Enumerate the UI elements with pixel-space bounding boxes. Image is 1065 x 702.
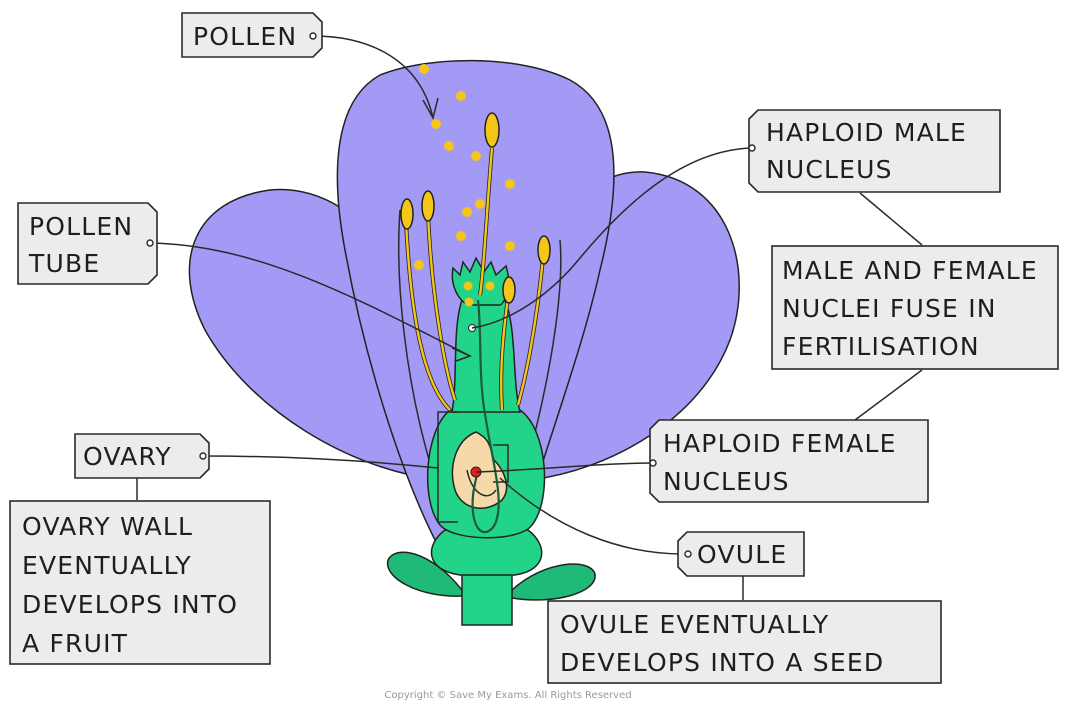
ovary-wall-note-line-3: DEVELOPS INTO [22, 590, 238, 619]
pollen-grain [414, 260, 424, 270]
pollen-grain [471, 151, 481, 161]
anther [422, 191, 434, 221]
haploid-female-label-line-2: NUCLEUS [663, 467, 790, 496]
connector-note-to-female [855, 370, 922, 420]
pollen-grain [464, 282, 473, 291]
label-haploid-female: HAPLOID FEMALE NUCLEUS [650, 420, 928, 502]
ovule-note-line-2: DEVELOPS INTO A SEED [560, 648, 884, 677]
anther [538, 236, 550, 264]
anther [503, 277, 515, 303]
style [452, 300, 520, 412]
pollen-grain [505, 241, 515, 251]
label-ovule: OVULE [678, 532, 804, 576]
pollen-grain [462, 207, 472, 217]
label-haploid-male: HAPLOID MALE NUCLEUS [749, 110, 1000, 192]
pollen-grain [456, 91, 466, 101]
pollen-grain [465, 298, 474, 307]
flower [189, 61, 739, 625]
label-fusion-note: MALE AND FEMALE NUCLEI FUSE IN FERTILISA… [772, 246, 1058, 369]
ovary-wall-note-line-2: EVENTUALLY [22, 551, 192, 580]
pollen-grain [486, 282, 495, 291]
pollen-grain [444, 141, 454, 151]
label-pollen-tube: POLLEN TUBE [18, 203, 157, 284]
ovary-wall-note-line-1: OVARY WALL [22, 512, 193, 541]
pollen-grain [431, 119, 441, 129]
anther [485, 113, 499, 147]
pollen-grain [419, 64, 429, 74]
haploid-female-label-line-1: HAPLOID FEMALE [663, 429, 897, 458]
connector-male-to-note [860, 193, 922, 245]
pollen-grain [505, 179, 515, 189]
fusion-note-line-1: MALE AND FEMALE [782, 256, 1038, 285]
label-ovary-wall-note: OVARY WALL EVENTUALLY DEVELOPS INTO A FR… [10, 501, 270, 664]
haploid-male-label-line-2: NUCLEUS [766, 155, 893, 184]
pollen-grain [475, 199, 485, 209]
haploid-male-label-line-1: HAPLOID MALE [766, 118, 967, 147]
label-ovule-note: OVULE EVENTUALLY DEVELOPS INTO A SEED [548, 601, 941, 683]
label-ovary: OVARY [75, 434, 209, 478]
ovary-wall-note-line-4: A FRUIT [22, 629, 128, 658]
fusion-note-line-2: NUCLEI FUSE IN [782, 294, 997, 323]
copyright-text: Copyright © Save My Exams. All Rights Re… [384, 690, 631, 701]
pollen-grain [456, 231, 466, 241]
ovule-label: OVULE [697, 540, 787, 569]
pollen-tube-label-line-2: TUBE [28, 249, 100, 278]
pollen-tube-label-line-1: POLLEN [29, 212, 133, 241]
anther [401, 199, 413, 229]
ovary-label: OVARY [83, 442, 172, 471]
pollen-label: POLLEN [193, 22, 297, 51]
ovule-note-line-1: OVULE EVENTUALLY [560, 610, 829, 639]
fusion-note-line-3: FERTILISATION [782, 332, 980, 361]
label-pollen: POLLEN [182, 13, 322, 57]
